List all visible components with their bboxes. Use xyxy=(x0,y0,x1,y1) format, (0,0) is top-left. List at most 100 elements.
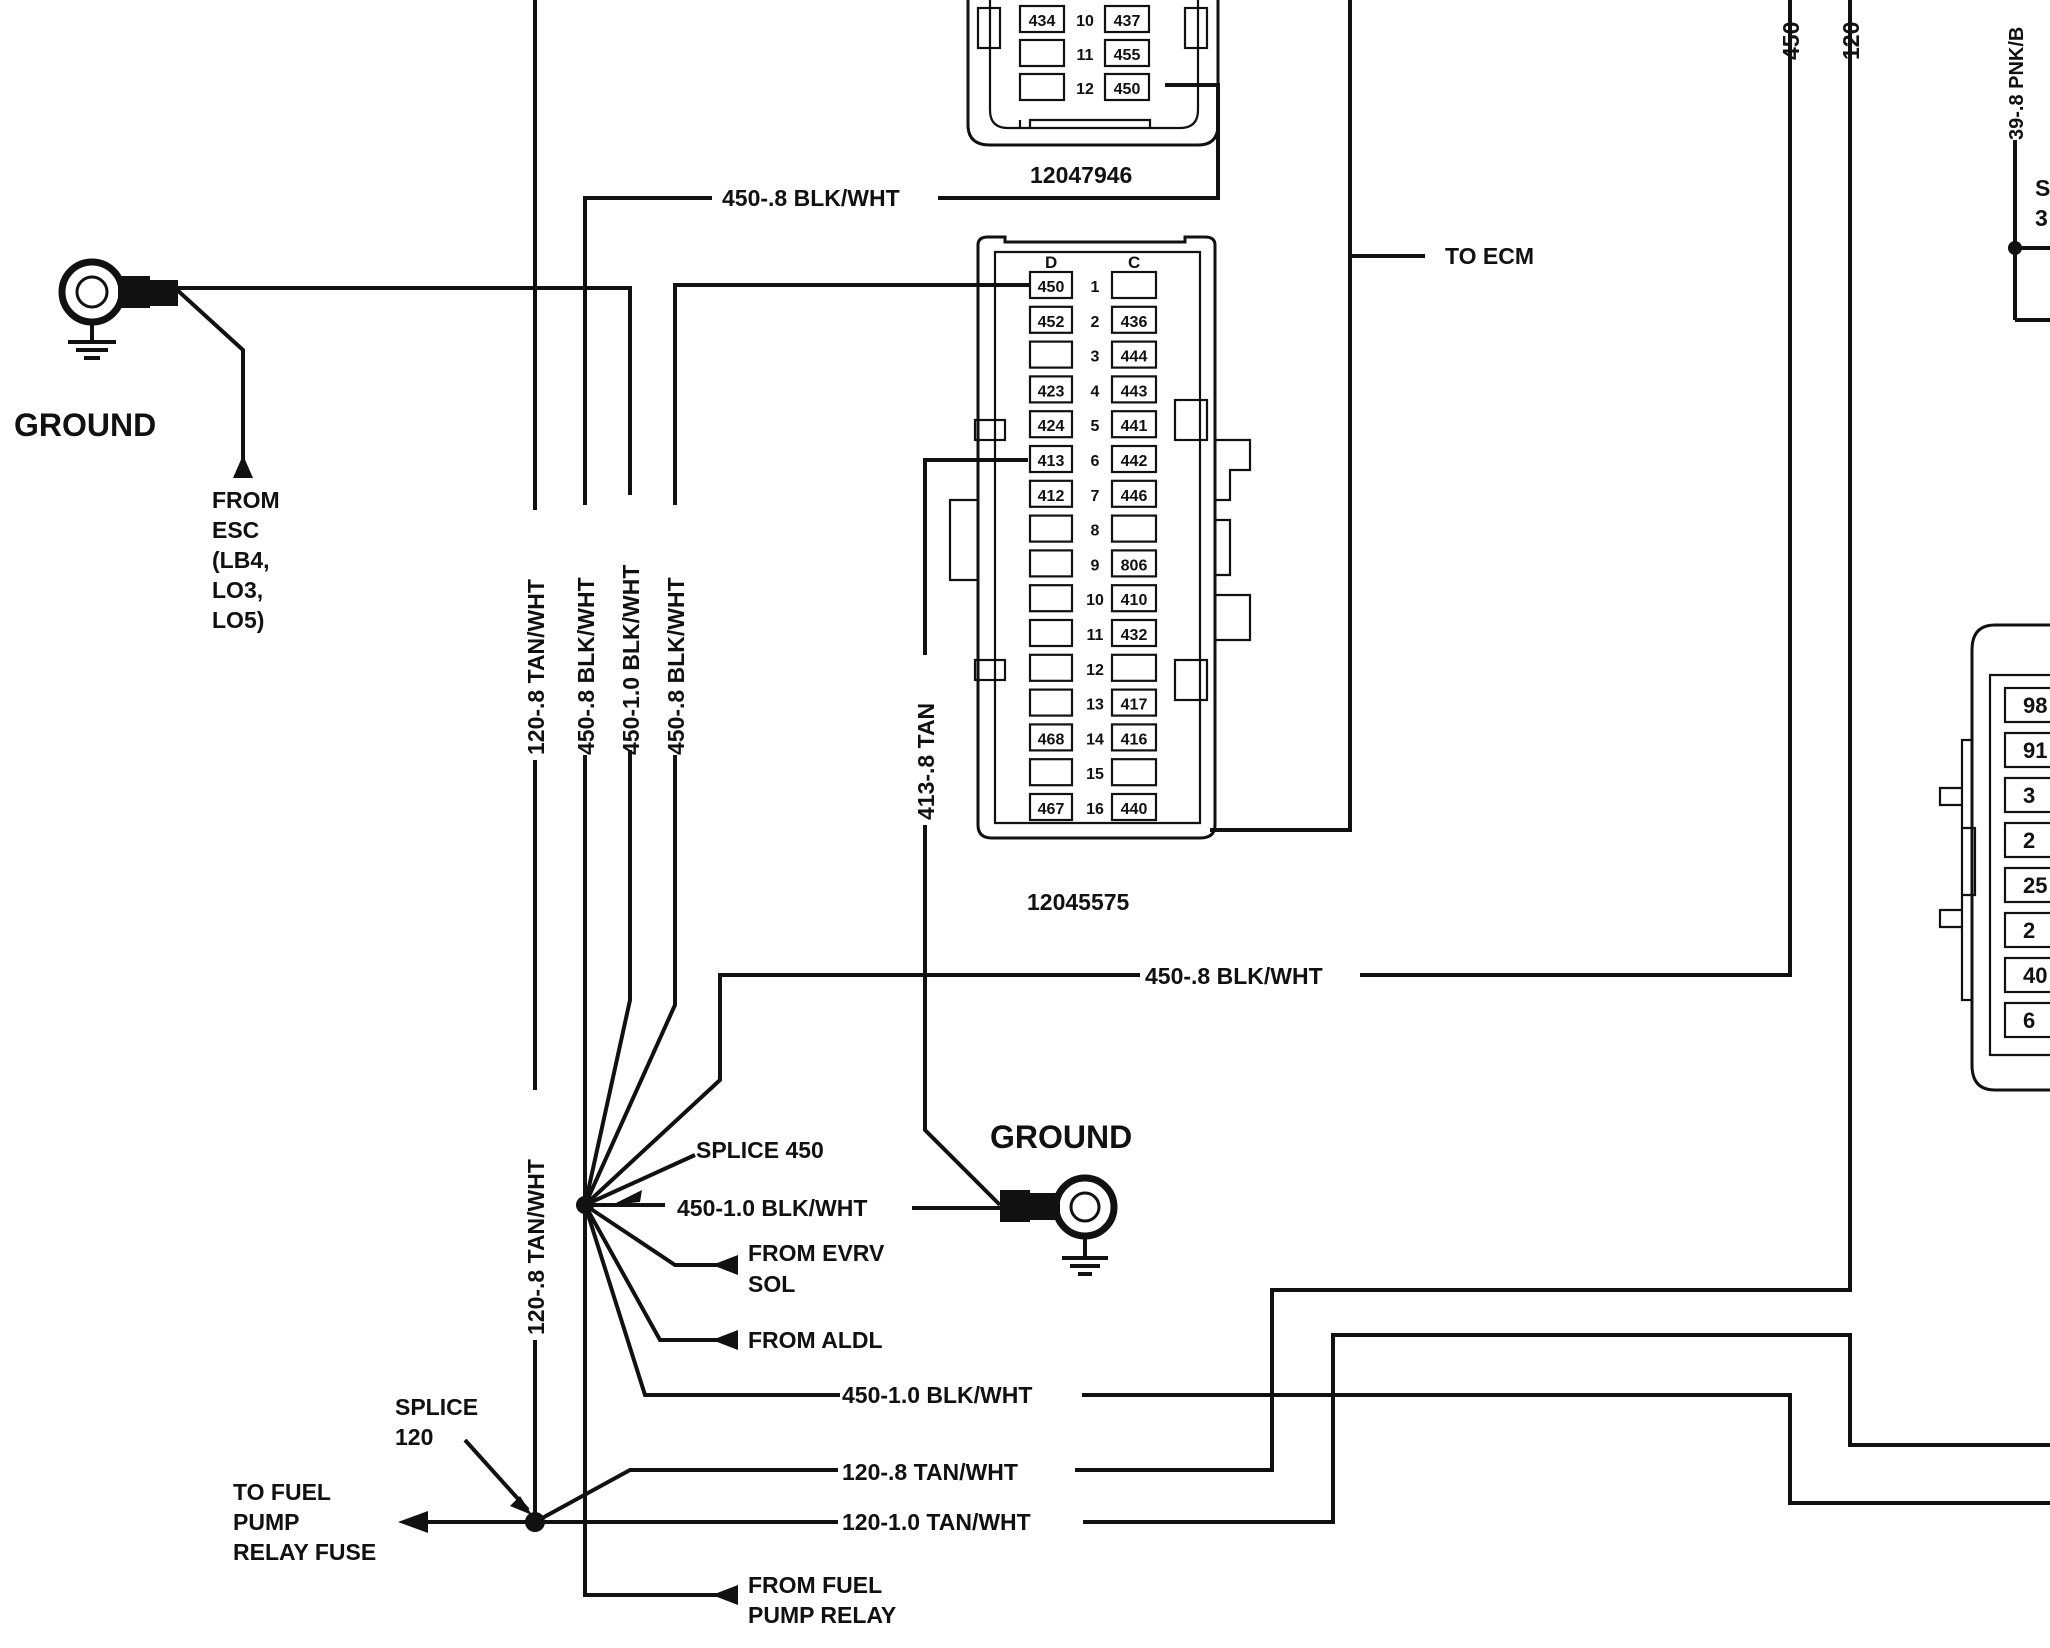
wire-label-450-a: 450-.8 BLK/WHT xyxy=(573,577,599,755)
cavity-d-1: 450 xyxy=(1028,270,1074,300)
cavity-c-7: 446 xyxy=(1110,479,1158,508)
splice-450-dot xyxy=(576,1196,594,1214)
cavity-c-2: 436 xyxy=(1110,305,1158,334)
cavity-d-13 xyxy=(1028,688,1074,717)
wire-450-top-left xyxy=(583,196,712,505)
label-from-fuel-pump-relay: FROM FUEL PUMP RELAY xyxy=(748,1572,896,1628)
wire-label-120-lower: 120-.8 TAN/WHT xyxy=(523,1159,549,1335)
wire-label-450-c: 450-.8 BLK/WHT xyxy=(663,577,689,755)
cavity-d-5-label: 424 xyxy=(1038,418,1065,435)
top-cavity-right-10: 437 xyxy=(1103,4,1151,34)
cavity-d-4-label: 423 xyxy=(1038,383,1065,400)
wire-label-450-mid: 450-.8 BLK/WHT xyxy=(1145,963,1323,989)
wire-450-10-low-left xyxy=(583,1204,840,1397)
top-cavity-right-11: 455 xyxy=(1103,38,1151,68)
right-edge-label-3: 3 xyxy=(2035,205,2048,231)
top-cavity-number-12: 12 xyxy=(1076,81,1094,98)
cavity-c-3-label: 444 xyxy=(1121,349,1148,366)
cavity-c-11: 432 xyxy=(1110,618,1158,648)
cavity-number-15: 15 xyxy=(1086,766,1104,783)
cavity-number-4: 4 xyxy=(1091,383,1100,400)
from-esc-line-2: ESC xyxy=(212,517,259,543)
cavity-c-4-label: 443 xyxy=(1121,383,1148,400)
label-splice-450: SPLICE 450 xyxy=(696,1137,824,1163)
cavity-number-5: 5 xyxy=(1091,418,1100,435)
cavity-c-2-label: 436 xyxy=(1121,314,1148,331)
to-fuel-pump-line-1: TO FUEL xyxy=(233,1479,331,1505)
cavity-c-7-label: 446 xyxy=(1121,488,1148,505)
wire-413-top xyxy=(923,458,1028,655)
cavity-d-5: 424 xyxy=(1028,410,1074,439)
top-cavity-left-10-label: 434 xyxy=(1029,13,1056,30)
wire-label-120-8: 120-.8 TAN/WHT xyxy=(842,1459,1018,1485)
cavity-number-2: 2 xyxy=(1091,314,1100,331)
cavity-number-13: 13 xyxy=(1086,697,1104,714)
ground-left-terminal xyxy=(58,258,178,360)
from-fuel-pump-relay-line-1: FROM FUEL xyxy=(748,1572,882,1598)
right-cavity-1-label: 98 xyxy=(2023,693,2047,718)
cavity-number-8: 8 xyxy=(1091,523,1100,540)
from-fuel-pump-relay-line-2: PUMP RELAY xyxy=(748,1602,896,1628)
arrow-to-fuel-pump xyxy=(398,1511,428,1533)
right-cavity-2: 91 xyxy=(2003,731,2050,769)
ground-right-label: GROUND xyxy=(990,1119,1132,1155)
wire-450-10-low-right xyxy=(1082,1393,2050,1505)
label-to-fuel-pump-relay-fuse: TO FUEL PUMP RELAY FUSE xyxy=(233,1479,376,1565)
wire-from-esc xyxy=(173,286,245,465)
label-from-evrv: FROM EVRV SOL xyxy=(748,1240,885,1297)
cavity-d-15 xyxy=(1028,758,1074,787)
top-cavity-left-11 xyxy=(1018,38,1066,68)
cavity-c-13: 417 xyxy=(1110,688,1158,717)
cavity-number-7: 7 xyxy=(1091,488,1100,505)
wire-to-ecm xyxy=(1210,0,1352,832)
wire-splice-450-pointer xyxy=(584,1153,696,1207)
wire-label-120-10: 120-1.0 TAN/WHT xyxy=(842,1509,1031,1535)
wire-label-450-right: 450 xyxy=(1778,22,1804,60)
cavity-number-12: 12 xyxy=(1086,662,1104,679)
from-esc-line-5: LO5) xyxy=(212,607,264,633)
right-cavity-7-label: 40 xyxy=(2023,963,2047,988)
arrow-splice-120 xyxy=(510,1496,532,1515)
cavity-number-10: 10 xyxy=(1086,592,1104,609)
cavity-c-14-label: 416 xyxy=(1121,731,1148,748)
cavity-c-6: 442 xyxy=(1110,444,1158,474)
cavity-d-7-label: 412 xyxy=(1038,488,1065,505)
arrow-splice-450 xyxy=(612,1190,642,1205)
arrow-from-fuel-pump-relay xyxy=(712,1585,738,1605)
cavity-c-3: 444 xyxy=(1110,340,1158,369)
wire-label-413: 413-.8 TAN xyxy=(913,703,939,820)
top-cavity-left-10: 434 xyxy=(1018,4,1066,34)
cavity-c-4: 443 xyxy=(1110,375,1158,404)
top-cavity-number-10: 10 xyxy=(1076,13,1094,30)
label-splice-120: SPLICE 120 xyxy=(395,1394,478,1450)
arrow-from-esc xyxy=(233,455,253,478)
wire-450-pin1 xyxy=(673,283,1030,505)
cavity-d-8 xyxy=(1028,514,1074,543)
cavity-number-16: 16 xyxy=(1086,801,1104,818)
wire-splice-120-pointer xyxy=(463,1438,530,1512)
cavity-d-1-label: 450 xyxy=(1038,279,1065,296)
cavity-c-10: 410 xyxy=(1110,584,1158,613)
from-esc-line-1: FROM xyxy=(212,487,280,513)
cavity-d-14-label: 468 xyxy=(1038,731,1065,748)
wire-label-450-10: 450-1.0 BLK/WHT xyxy=(677,1195,867,1221)
right-cavity-5: 25 xyxy=(2003,866,2050,904)
right-cavity-4: 2 xyxy=(2003,821,2050,859)
splice-120-line-1: SPLICE xyxy=(395,1394,478,1420)
right-cavity-6-label: 2 xyxy=(2023,918,2035,943)
wire-120-8-left xyxy=(534,1468,838,1524)
cavity-d-10 xyxy=(1028,584,1074,613)
cavity-number-9: 9 xyxy=(1091,557,1100,574)
cavity-d-11 xyxy=(1028,618,1074,648)
wire-label-120-upper: 120-.8 TAN/WHT xyxy=(523,579,549,755)
right-cavity-1: 98 xyxy=(2003,686,2050,724)
wire-label-450-b: 450-1.0 BLK/WHT xyxy=(618,565,644,755)
wire-label-39-right: 39-.8 PNK/B xyxy=(2006,27,2028,140)
cavity-d-6-label: 413 xyxy=(1038,453,1065,470)
wire-120-10-right xyxy=(1083,1333,2050,1524)
ground-left-label: GROUND xyxy=(14,407,156,443)
from-evrv-line-1: FROM EVRV xyxy=(748,1240,885,1266)
wire-450-right-vertical xyxy=(1360,0,1792,977)
